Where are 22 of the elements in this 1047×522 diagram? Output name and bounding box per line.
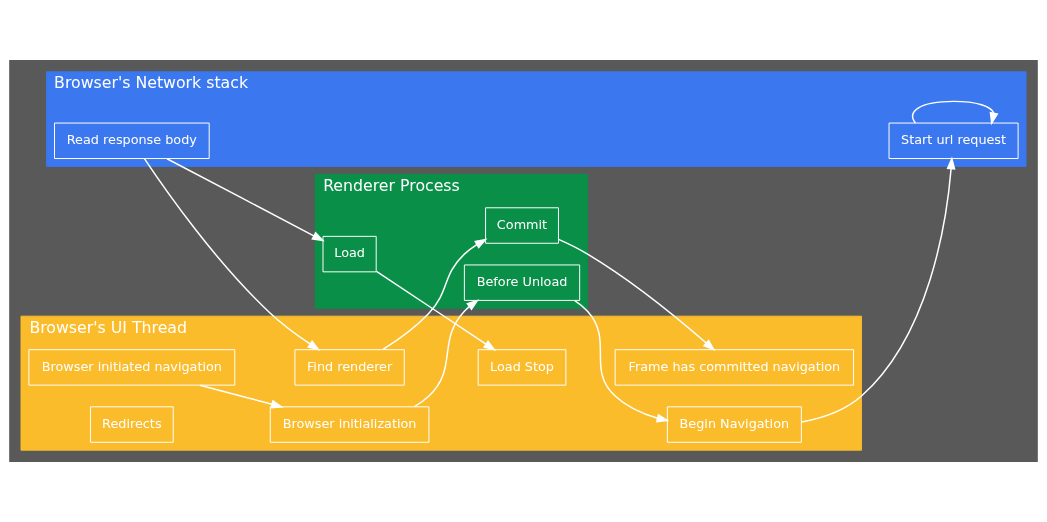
arrow	[166, 158, 325, 242]
node-box: Load Stop	[477, 349, 567, 386]
node-box: Browser initiated navigation	[28, 349, 236, 386]
arrow	[574, 299, 670, 423]
node-box: Load	[322, 235, 377, 273]
node-box: Frame has committed navigation	[614, 349, 855, 386]
arrow	[143, 157, 321, 351]
arrow	[911, 100, 999, 126]
node-box: Read response body	[54, 122, 210, 160]
node-box: Commit	[485, 207, 559, 244]
node-box: Redirects	[89, 406, 174, 443]
node-box: Start url request	[888, 122, 1019, 160]
arrow	[800, 156, 956, 423]
node-box: Before Unload	[463, 264, 581, 301]
node-box: Browser initialization	[269, 406, 430, 443]
arrow	[375, 270, 497, 351]
arrow	[413, 299, 480, 408]
arrow	[199, 384, 284, 409]
arrow	[381, 238, 488, 351]
node-box: Begin Navigation	[666, 406, 802, 443]
arrow	[557, 238, 716, 352]
node-box: Find renderer	[294, 349, 405, 386]
